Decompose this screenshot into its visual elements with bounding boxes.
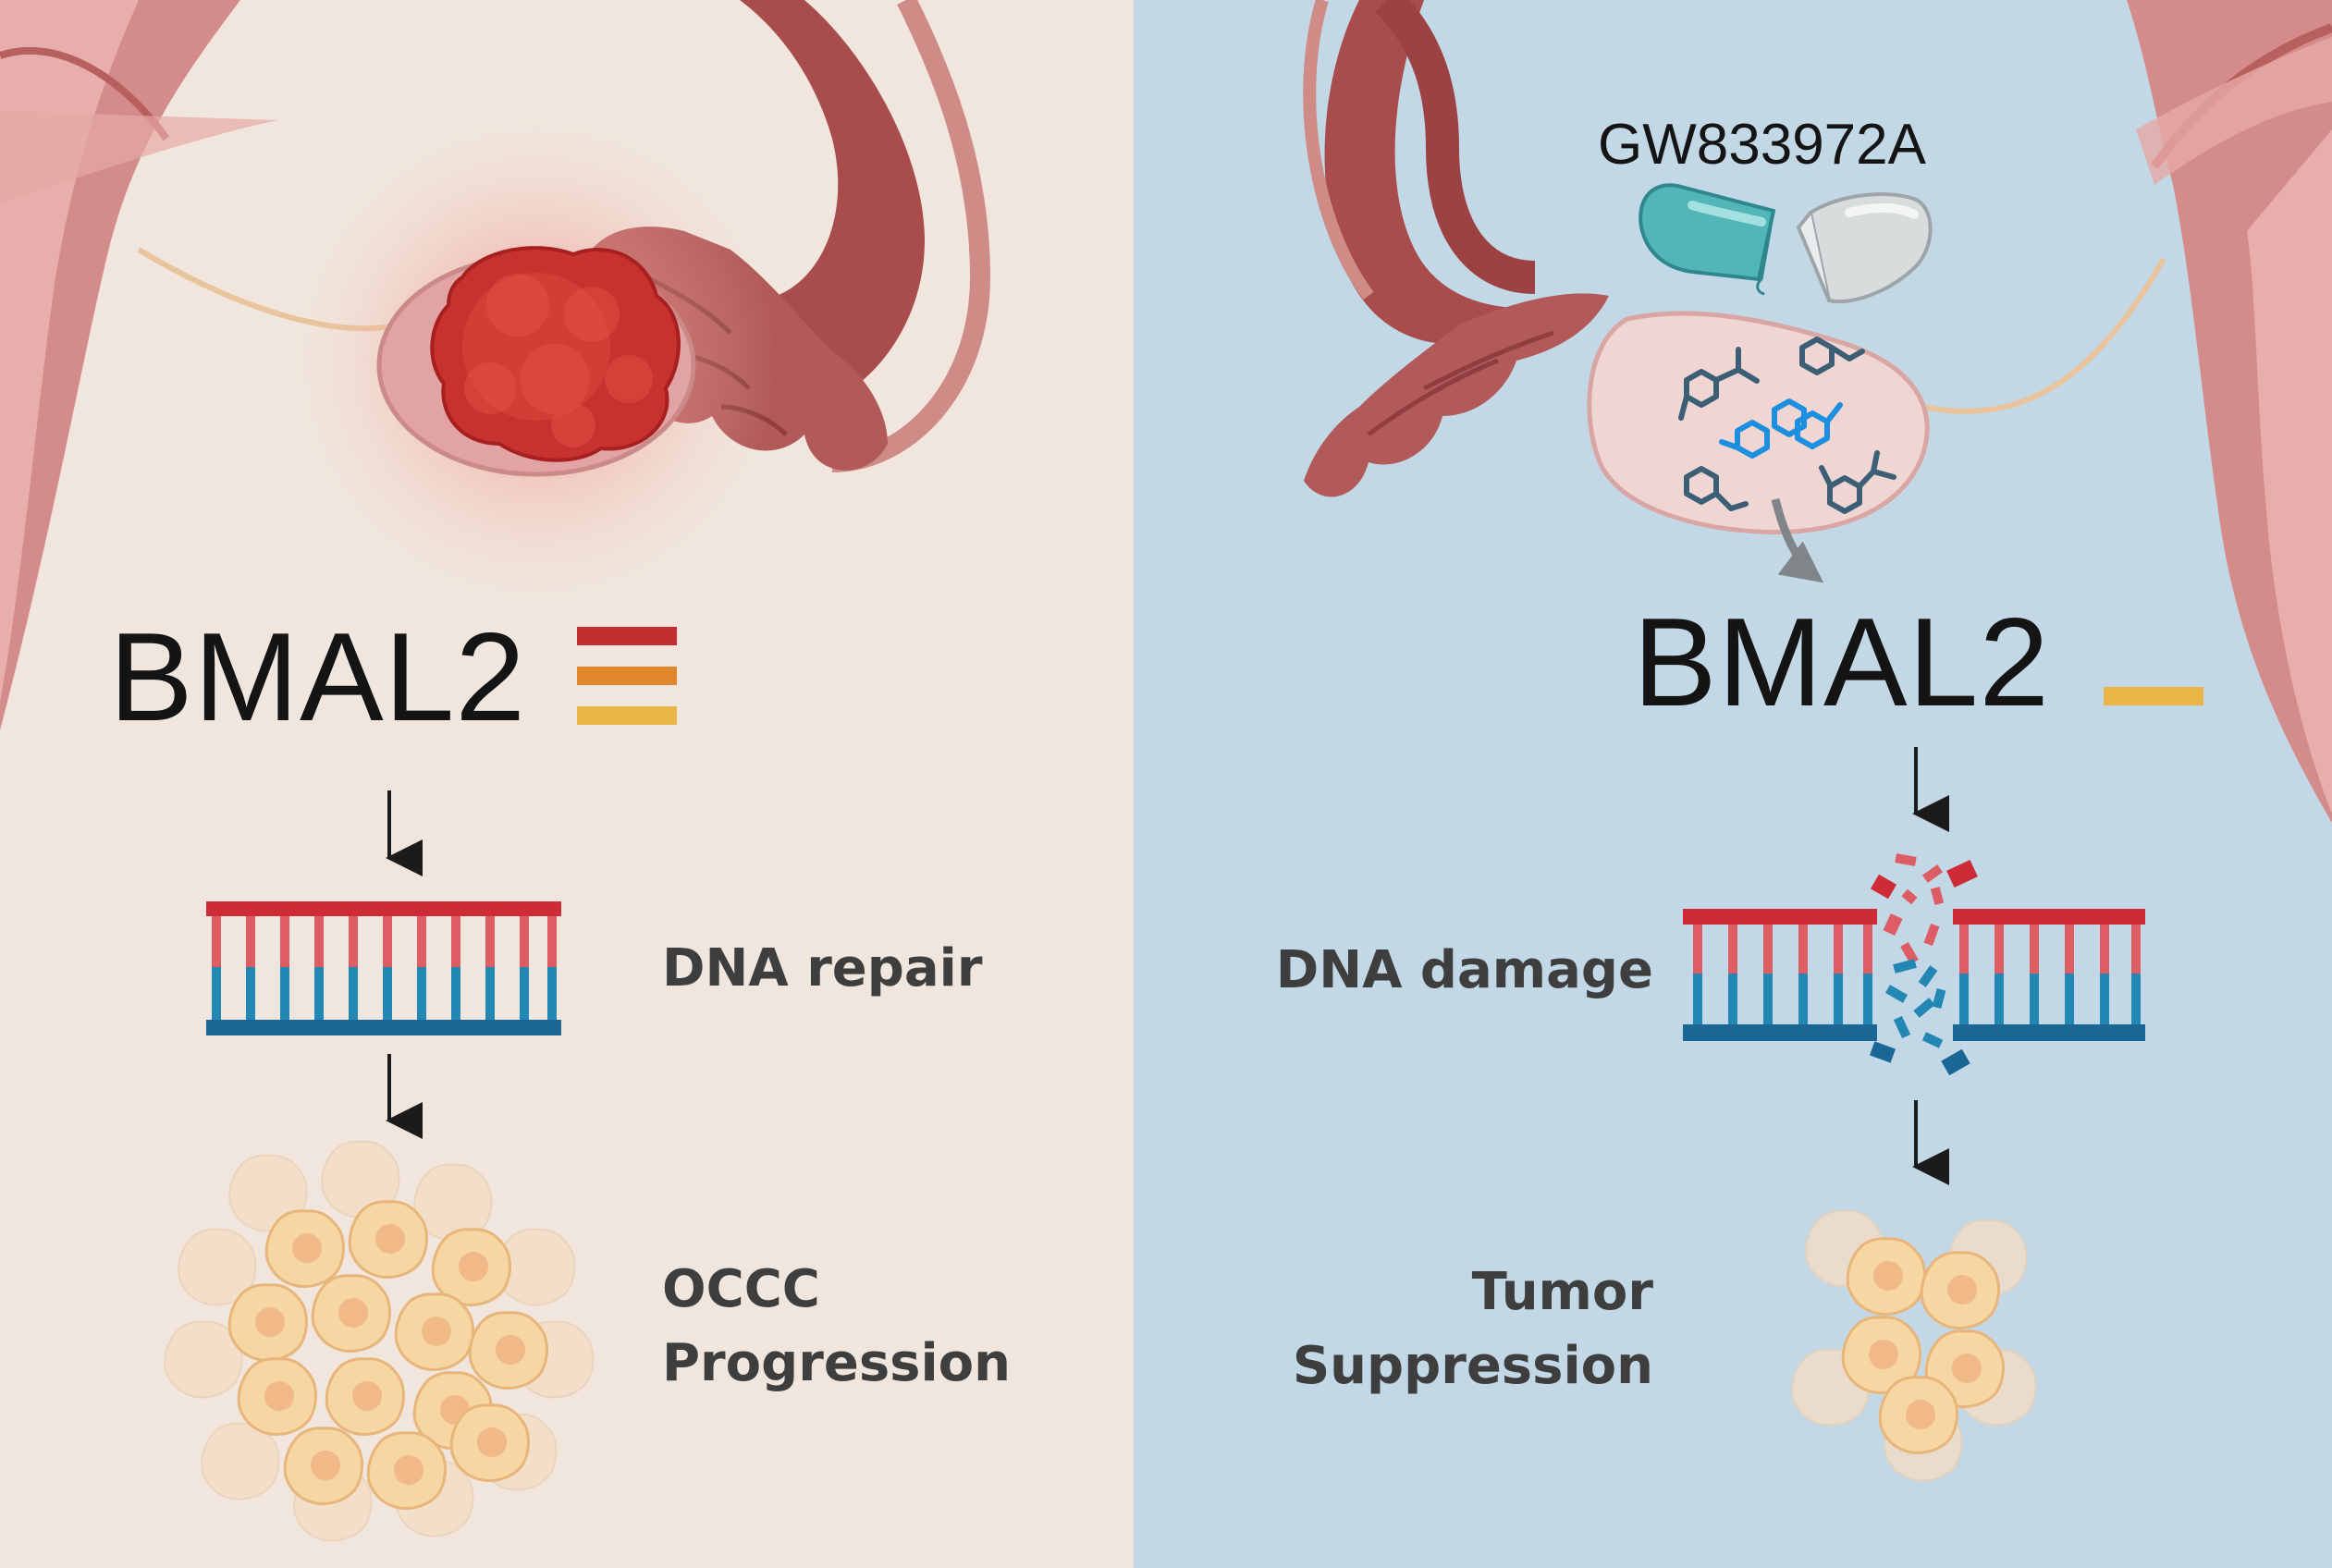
dna-repair-label: DNA repair: [662, 938, 983, 998]
high-expression-bars-icon: [577, 627, 677, 725]
down-arrow-icon: [1771, 497, 1824, 583]
dna-damage-label: DNA damage: [1275, 940, 1653, 1000]
low-expression-bar-icon: [2104, 687, 2203, 705]
molecule-icon: [1719, 401, 1843, 456]
tumor-suppression-label: Tumor Suppression: [1292, 1262, 1653, 1396]
bmal2-label-right: BMAL2: [1633, 592, 2050, 732]
broken-dna-icon: [1683, 853, 2145, 1076]
drug-label: GW833972A: [1598, 113, 1926, 177]
uterus-ovary-tumor-icon: [0, 0, 991, 730]
occc-progression-label: OCCC Progression: [662, 1259, 1012, 1393]
bmal2-label-left: BMAL2: [109, 606, 526, 747]
dna-double-helix-icon: [206, 901, 561, 1035]
molecule-icon: [1678, 339, 1896, 511]
uterus-ovary-treated-icon: [1303, 0, 2332, 823]
capsule-icon: [1639, 183, 1933, 304]
